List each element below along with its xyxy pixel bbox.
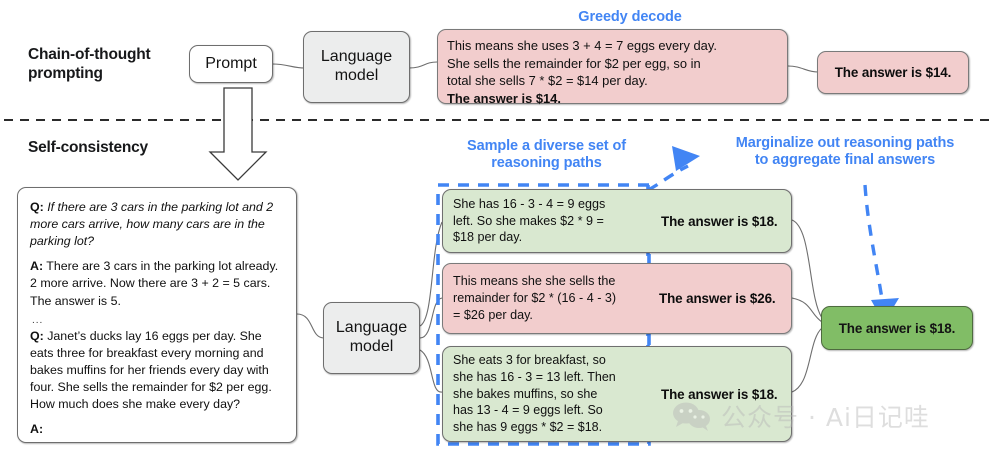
sc-prompt-ellipsis: ... [32, 314, 44, 326]
reasoning-path-2-text: This means she she sells the remainder f… [453, 274, 617, 322]
sc-prompt-q2-tag: Q: [30, 328, 44, 343]
greedy-decode-caption: Greedy decode [578, 9, 682, 25]
marginalize-arrow-2 [863, 184, 886, 313]
reasoning-path-3-text: She eats 3 for breakfast, so she has 16 … [453, 353, 616, 434]
sc-prompt-a1-tag: A: [30, 259, 44, 274]
sc-language-model-label: Language model [335, 319, 408, 355]
cot-final-answer-box: The answer is $14. [817, 51, 969, 94]
reasoning-path-row-2: This means she she sells the remainder f… [442, 263, 792, 334]
reasoning-path-row-1: She has 16 - 3 - 4 = 9 eggs left. So she… [442, 189, 792, 253]
reasoning-path-1-text: She has 16 - 3 - 4 = 9 eggs left. So she… [453, 196, 606, 245]
reasoning-path-1-answer: The answer is $18. [661, 213, 778, 229]
reasoning-path-2-answer: The answer is $26. [659, 291, 776, 306]
reasoning-path-row-3: She eats 3 for breakfast, so she has 16 … [442, 346, 792, 442]
cot-section-title: Chain-of-thought prompting [28, 46, 151, 83]
sc-prompt-q1-text: If there are 3 cars in the parking lot a… [30, 200, 274, 249]
sc-prompt-box: Q: If there are 3 cars in the parking lo… [17, 187, 297, 443]
sc-prompt-q2-text: Janet’s ducks lay 16 eggs per day. She e… [30, 328, 272, 412]
cot-final-answer-text: The answer is $14. [834, 65, 952, 80]
reasoning-path-3-answer: The answer is $18. [661, 386, 778, 402]
cot-language-model-box[interactable]: Language model [303, 31, 410, 103]
flow-down-arrow [208, 87, 268, 181]
sc-final-answer-box: The answer is $18. [821, 306, 973, 350]
sc-prompt-q1-tag: Q: [30, 200, 44, 214]
sc-final-answer-text: The answer is $18. [838, 320, 956, 336]
cot-output-box: This means she uses 3 + 4 = 7 eggs every… [437, 29, 788, 106]
sc-prompt-a2-tag: A: [30, 422, 44, 437]
marginalize-arrow-1 [647, 164, 689, 192]
cot-language-model-label: Language model [320, 48, 393, 84]
sc-section-title: Self-consistency [28, 139, 148, 156]
cot-output-reasoning: This means she uses 3 + 4 = 7 eggs every… [447, 38, 717, 89]
cot-prompt-box[interactable]: Prompt [189, 45, 273, 83]
cot-prompt-label: Prompt [205, 54, 257, 72]
sample-paths-caption: Sample a diverse set of reasoning paths [467, 138, 626, 172]
cot-output-answer: The answer is $14. [447, 90, 561, 106]
sc-language-model-box[interactable]: Language model [323, 302, 420, 374]
marginalize-caption: Marginalize out reasoning paths to aggre… [735, 135, 955, 169]
sc-prompt-a1-text: There are 3 cars in the parking lot alre… [30, 259, 279, 308]
